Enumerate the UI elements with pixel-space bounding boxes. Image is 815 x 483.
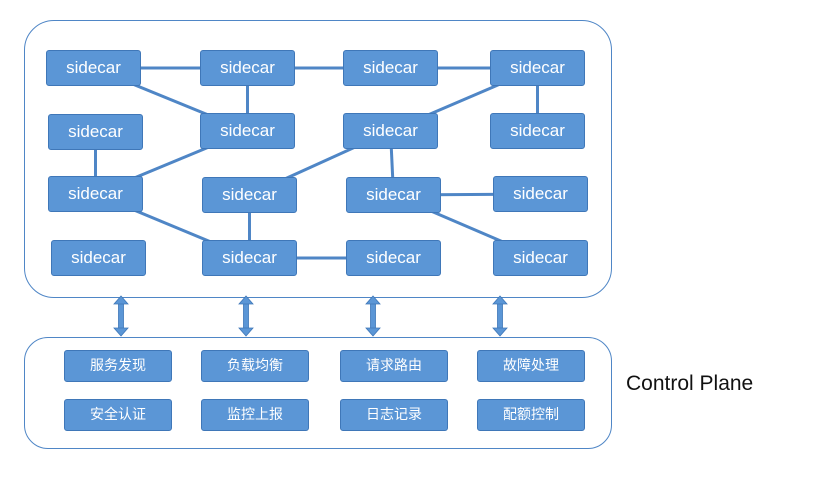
sidecar-node: sidecar (51, 240, 146, 276)
sidecar-node: sidecar (346, 240, 441, 276)
sync-arrow-icon (113, 295, 129, 337)
sync-arrow-icon (238, 295, 254, 337)
sidecar-node: sidecar (202, 240, 297, 276)
sidecar-node: sidecar (200, 113, 295, 149)
control-plane-label: Control Plane (626, 372, 754, 395)
sidecar-node: sidecar (490, 113, 585, 149)
sidecar-node: sidecar (490, 50, 585, 86)
cp-function-logging: 日志记录 (340, 399, 448, 431)
cp-function-quota-control: 配额控制 (477, 399, 585, 431)
sidecar-node: sidecar (343, 50, 438, 86)
sidecar-node: sidecar (346, 177, 441, 213)
sync-arrow-icon (492, 295, 508, 337)
cp-function-monitoring-report: 监控上报 (201, 399, 309, 431)
sidecar-node: sidecar (343, 113, 438, 149)
sidecar-node: sidecar (493, 176, 588, 212)
sidecar-node: sidecar (46, 50, 141, 86)
sidecar-node: sidecar (48, 114, 143, 150)
sidecar-node: sidecar (200, 50, 295, 86)
cp-function-load-balancing: 负载均衡 (201, 350, 309, 382)
cp-function-fault-handling: 故障处理 (477, 350, 585, 382)
sidecar-node: sidecar (202, 177, 297, 213)
cp-function-request-routing: 请求路由 (340, 350, 448, 382)
sidecar-node: sidecar (493, 240, 588, 276)
sidecar-node: sidecar (48, 176, 143, 212)
sync-arrow-icon (365, 295, 381, 337)
cp-function-service-discovery: 服务发现 (64, 350, 172, 382)
cp-function-security-auth: 安全认证 (64, 399, 172, 431)
